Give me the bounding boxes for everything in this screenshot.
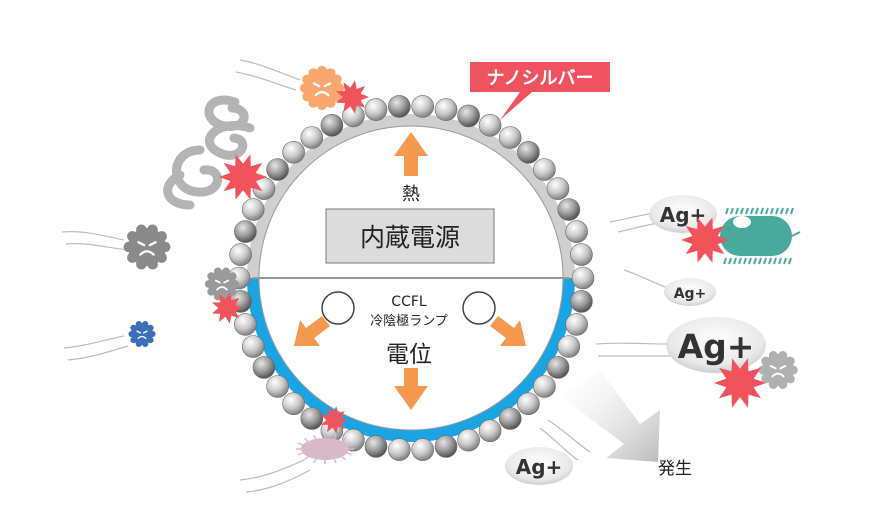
motion-line (61, 231, 125, 241)
nanosilver-ball (229, 243, 252, 266)
generation-label: 発生 (658, 459, 692, 479)
motion-line (547, 419, 591, 453)
heat-label: 熱 (402, 184, 420, 205)
nanosilver-ball (300, 126, 324, 149)
teal-bacterium-icon (720, 207, 801, 265)
nanosilver-ball (282, 141, 305, 164)
nanosilver-ball (266, 158, 289, 181)
nanosilver-ball (557, 335, 581, 358)
nanosilver-ball (571, 266, 595, 290)
pink-bacterium-icon (296, 434, 354, 464)
germ-icon (123, 224, 171, 270)
motion-line (623, 269, 669, 289)
motion-line (63, 335, 125, 349)
nanosilver-ball (457, 104, 480, 128)
odor-smoke (163, 95, 255, 210)
nanosilver-ball (364, 435, 388, 458)
nanosilver-ball (478, 419, 502, 443)
nanosilver-ball (300, 407, 324, 430)
power-supply-label: 内蔵電源 (360, 223, 460, 252)
motion-line (67, 345, 129, 361)
ccfl-label: CCFL (391, 294, 427, 310)
nanosilver-label: ナノシルバー (486, 68, 593, 89)
motion-line (239, 459, 305, 481)
motion-line (65, 243, 129, 251)
nanosilver-ball (411, 438, 435, 461)
germ-icon (758, 351, 798, 389)
motion-line (595, 342, 669, 345)
nanosilver-ball (457, 428, 480, 452)
germ-icon (128, 321, 156, 347)
nanosilver-callout: ナノシルバー (470, 62, 610, 120)
nanosilver-ball (570, 243, 593, 266)
nanosilver-ball (478, 114, 502, 137)
nanosilver-ball (234, 220, 257, 243)
ccfl-lamp-right (462, 291, 496, 325)
generation-arrow-icon (560, 370, 660, 462)
nanosilver-ball (234, 313, 257, 336)
nanosilver-ball (364, 98, 388, 121)
ag-ion: Ag+ (505, 447, 573, 485)
potential-label: 電位 (386, 342, 432, 368)
nanosilver-ball (282, 392, 305, 416)
motion-lines (61, 59, 670, 493)
nanosilver-ball (252, 356, 276, 379)
nanosilver-ball (387, 95, 411, 118)
svg-text:Ag+: Ag+ (678, 327, 755, 366)
motion-line (239, 59, 301, 81)
red-splat-icon (212, 292, 243, 324)
nanosilver-particles (227, 95, 595, 461)
nanosilver-ball (498, 126, 522, 149)
potential-arrow-left-icon (294, 316, 330, 346)
nanosilver-ball (498, 407, 522, 430)
nanosilver-ball (533, 375, 556, 398)
power-supply-box (325, 208, 495, 264)
red-splat-icon (320, 406, 348, 434)
red-splat-icon (336, 80, 369, 114)
nanosilver-ball (387, 438, 411, 461)
nanosilver-ball (434, 98, 458, 121)
red-splat-icon (681, 217, 729, 263)
svg-text:Ag+: Ag+ (516, 455, 563, 479)
nanosilver-ball (557, 198, 581, 221)
nanosilver-ball (565, 313, 588, 336)
motion-line (235, 71, 297, 91)
red-splat-icon (714, 358, 766, 408)
germ-icon (204, 267, 240, 301)
nanosilver-ball (241, 198, 265, 221)
nanosilver-ball (565, 220, 588, 243)
ag-ion: Ag+ (664, 278, 716, 306)
nanosilver-ball (241, 335, 265, 358)
red-splat-icon (219, 154, 267, 200)
nanosilver-ball (434, 435, 458, 458)
nanosilver-ball (533, 158, 556, 181)
nanosilver-ball (266, 375, 289, 398)
nanosilver-ball (570, 290, 593, 313)
nanosilver-ball (517, 392, 540, 416)
heat-arrow-icon (394, 132, 428, 176)
motion-line (245, 469, 311, 493)
ccfl-lamp-left (321, 291, 355, 325)
ag-ion: Ag+ (666, 317, 766, 373)
germ-icon (299, 65, 345, 111)
nanosilver-ball (320, 114, 344, 137)
ccfl-full-label: 冷陰極ランプ (370, 313, 448, 329)
potential-arrow-right-icon (490, 316, 526, 346)
svg-text:Ag+: Ag+ (674, 286, 707, 302)
nanosilver-ball (411, 95, 435, 118)
nanosilver-ball (546, 177, 570, 200)
potential-arrow-down-icon (394, 368, 428, 410)
nanosilver-ball (546, 356, 570, 379)
motion-line (539, 427, 579, 461)
nanosilver-ball (517, 141, 540, 164)
